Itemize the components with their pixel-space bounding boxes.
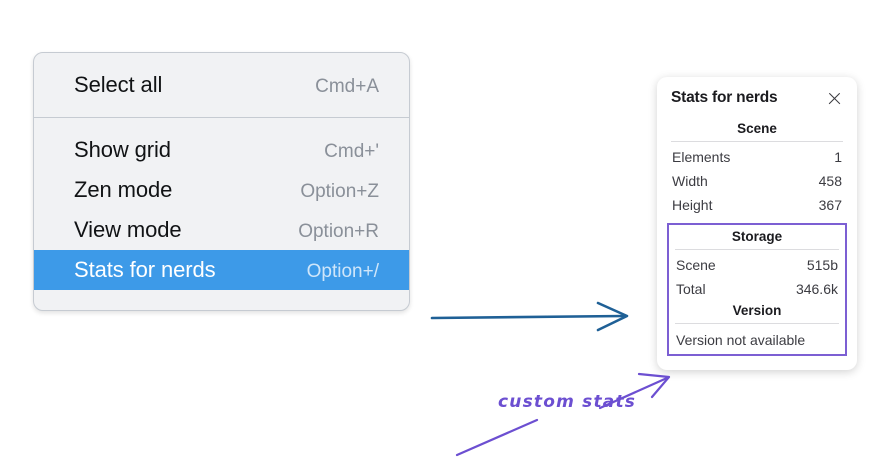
stat-value: 1 — [834, 149, 842, 165]
stat-value: 367 — [818, 197, 842, 213]
purple-pointer-arrow — [598, 372, 671, 410]
purple-underline-stroke — [455, 418, 539, 457]
scene-section-heading: Scene — [737, 121, 777, 136]
stat-key: Total — [676, 281, 706, 297]
custom-stats-highlight-box: Storage Scene 515b Total 346.6k Version … — [667, 223, 847, 356]
menu-item-shortcut: Cmd+' — [324, 141, 379, 162]
custom-stats-annotation-label: custom stats — [498, 392, 637, 412]
stats-row-width: Width 458 — [669, 169, 845, 193]
menu-item-stats-for-nerds[interactable]: Stats for nerds Option+/ — [34, 250, 409, 290]
stat-value: 346.6k — [795, 281, 838, 297]
stats-section-scene: Scene Elements 1 Width 458 Height 367 — [669, 119, 845, 217]
stats-row-storage-total: Total 346.6k — [673, 277, 841, 301]
stats-row-elements: Elements 1 — [669, 145, 845, 169]
menu-group-1: Select all Cmd+A — [34, 53, 409, 118]
version-section-heading: Version — [732, 303, 782, 318]
stats-for-nerds-panel: Stats for nerds Scene Elements 1 Width 4… — [657, 77, 857, 370]
stat-key: Width — [672, 173, 708, 189]
stat-key: Height — [672, 197, 713, 213]
menu-item-show-grid[interactable]: Show grid Cmd+' — [34, 130, 409, 170]
storage-section-heading: Storage — [731, 229, 783, 244]
blue-pointer-arrow — [430, 301, 629, 332]
divider — [675, 249, 839, 250]
menu-item-label: Zen mode — [74, 177, 173, 202]
stats-section-storage: Storage Scene 515b Total 346.6k — [673, 227, 841, 301]
version-not-available-text: Version not available — [676, 332, 806, 348]
menu-item-select-all[interactable]: Select all Cmd+A — [34, 65, 409, 105]
stat-value: 458 — [818, 173, 842, 189]
stats-panel-header: Stats for nerds — [669, 89, 845, 107]
stats-panel-title: Stats for nerds — [671, 89, 778, 106]
divider — [671, 141, 843, 142]
menu-item-shortcut: Option+Z — [300, 181, 379, 202]
menu-item-label: Select all — [74, 72, 163, 97]
close-icon[interactable] — [826, 90, 843, 107]
menu-group-2: Show grid Cmd+' Zen mode Option+Z View m… — [34, 118, 409, 310]
context-menu: Select all Cmd+A Show grid Cmd+' Zen mod… — [33, 52, 410, 311]
stat-key: Elements — [672, 149, 731, 165]
menu-item-shortcut: Option+/ — [306, 261, 379, 282]
menu-item-shortcut: Cmd+A — [315, 76, 379, 97]
menu-item-shortcut: Option+R — [298, 221, 379, 242]
menu-item-label: Show grid — [74, 137, 171, 162]
stats-row-storage-scene: Scene 515b — [673, 253, 841, 277]
menu-item-label: View mode — [74, 217, 182, 242]
stat-key: Scene — [676, 257, 716, 273]
stat-value: 515b — [806, 257, 838, 273]
divider — [675, 323, 839, 324]
menu-item-label: Stats for nerds — [74, 257, 216, 282]
menu-item-zen-mode[interactable]: Zen mode Option+Z — [34, 170, 409, 210]
stats-section-version: Version Version not available — [673, 301, 841, 350]
stats-row-height: Height 367 — [669, 193, 845, 217]
menu-item-view-mode[interactable]: View mode Option+R — [34, 210, 409, 250]
